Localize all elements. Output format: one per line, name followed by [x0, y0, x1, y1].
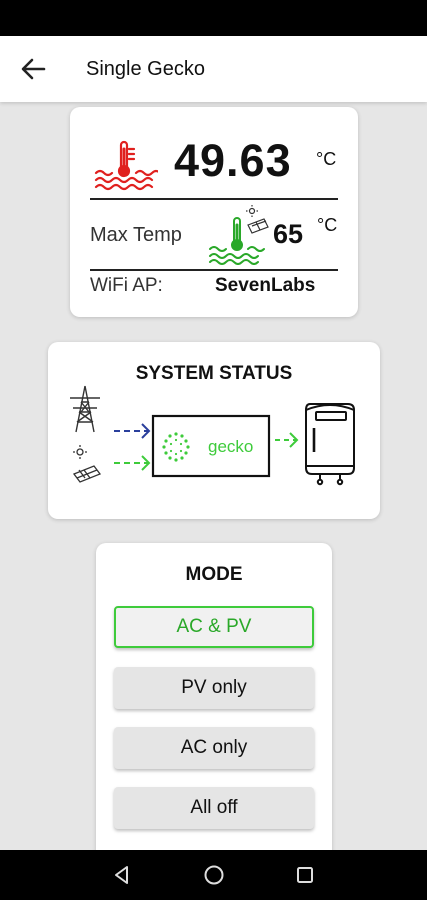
water-heater-icon: [305, 403, 355, 486]
page-title: Single Gecko: [86, 58, 205, 80]
max-temp-label: Max Temp: [90, 224, 182, 246]
solar-panel-icon: [72, 445, 102, 483]
gecko-label: gecko: [208, 437, 253, 456]
wifi-ap-label: WiFi AP:: [90, 275, 163, 296]
current-temperature-value: 49.63: [174, 135, 292, 186]
nav-back-button[interactable]: [110, 863, 134, 887]
pv-flow-arrow: [114, 455, 151, 471]
temperature-card: 49.63 °C Max Temp 65 °C WiFi AP: SevenLa…: [70, 107, 358, 317]
ac-flow-arrow: [114, 423, 151, 439]
nav-home-button[interactable]: [202, 863, 226, 887]
status-bar: [0, 0, 427, 36]
water-heat-thermometer-icon: [94, 140, 158, 191]
mode-all-off-button[interactable]: All off: [114, 787, 314, 829]
square-recents-icon: [297, 867, 313, 883]
gecko-device: [151, 414, 271, 478]
app-bar: Single Gecko: [0, 36, 427, 102]
divider: [90, 269, 338, 271]
mode-pv-only-button[interactable]: PV only: [114, 667, 314, 709]
mode-ac-only-button[interactable]: AC only: [114, 727, 314, 769]
divider: [90, 198, 338, 200]
max-temperature-unit: °C: [317, 215, 338, 235]
system-status-title: SYSTEM STATUS: [135, 363, 293, 384]
circle-home-icon: [204, 865, 224, 885]
power-tower-icon: [70, 385, 100, 433]
triangle-back-icon: [115, 866, 128, 884]
mode-ac-pv-button[interactable]: AC & PV: [114, 606, 314, 648]
solar-water-thermometer-icon: [209, 205, 269, 265]
wifi-ap-value: SevenLabs: [215, 275, 316, 296]
gecko-logo-icon: [162, 432, 190, 462]
navigation-bar: [0, 850, 427, 900]
system-status-card: SYSTEM STATUS: [48, 342, 380, 519]
back-button[interactable]: [14, 53, 54, 85]
mode-title: MODE: [185, 564, 243, 585]
temperature-unit: °C: [316, 149, 337, 169]
arrow-left-icon: [21, 58, 46, 80]
mode-card: MODE AC & PV PV only AC only All off: [96, 543, 332, 863]
system-status-diagram: gecko: [70, 385, 355, 486]
output-flow-arrow: [275, 432, 299, 448]
max-temperature-value: 65: [273, 219, 304, 249]
nav-recents-button[interactable]: [293, 863, 317, 887]
